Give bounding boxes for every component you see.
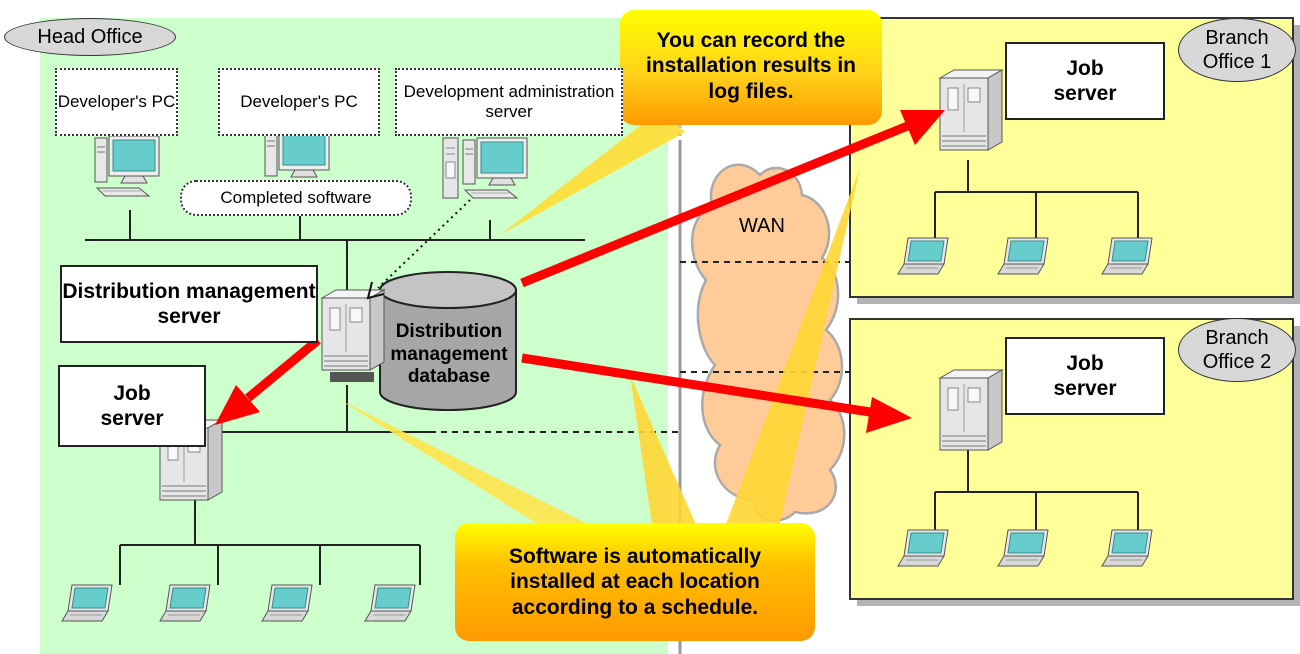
dotted-arrow-icon <box>366 199 471 300</box>
distribution-server-label: Distribution management server <box>60 265 318 343</box>
arrow-icon <box>215 336 321 425</box>
developer-pc-1-label: Developer's PC <box>55 68 178 136</box>
callout-bottom-beam-right <box>720 168 860 545</box>
developer-pc-2-label: Developer's PC <box>218 68 380 136</box>
wan-cloud-icon <box>690 163 846 522</box>
branch2-job-server-label: Job server <box>1005 337 1165 415</box>
branch1-job-server-icon <box>939 69 1003 151</box>
wan-label: WAN <box>739 215 785 237</box>
distribution-server-icon <box>321 289 385 382</box>
branch-office-1-label: Branch Office 1 <box>1178 18 1296 82</box>
branch-office-2-label: Branch Office 2 <box>1178 318 1296 382</box>
branch2-job-server-icon <box>939 369 1003 451</box>
dev-admin-server-label: Development administration server <box>395 68 623 136</box>
branch-lans <box>934 160 1139 530</box>
head-office-label: Head Office <box>4 18 176 56</box>
arrow-icon <box>520 110 945 288</box>
callout-log-files-box <box>620 10 882 125</box>
callout-schedule-box <box>455 523 815 641</box>
callout-log-files-text: You can record the installation results … <box>645 29 857 103</box>
wan-links <box>430 261 850 433</box>
distribution-database-label: Distribution management database <box>390 320 508 388</box>
arrow-icon <box>521 353 912 433</box>
callout-bottom-beam-left <box>340 400 600 538</box>
callout-schedule-text: Software is automatically installed at e… <box>508 545 762 619</box>
distribution-database-icon <box>379 271 517 411</box>
head-job-server-label: Job server <box>58 365 206 447</box>
branch1-job-server-label: Job server <box>1005 42 1165 120</box>
completed-software-label: Completed software <box>180 180 412 216</box>
callout-top-beam <box>500 110 685 235</box>
callout-bottom-beam-mid <box>630 375 705 545</box>
